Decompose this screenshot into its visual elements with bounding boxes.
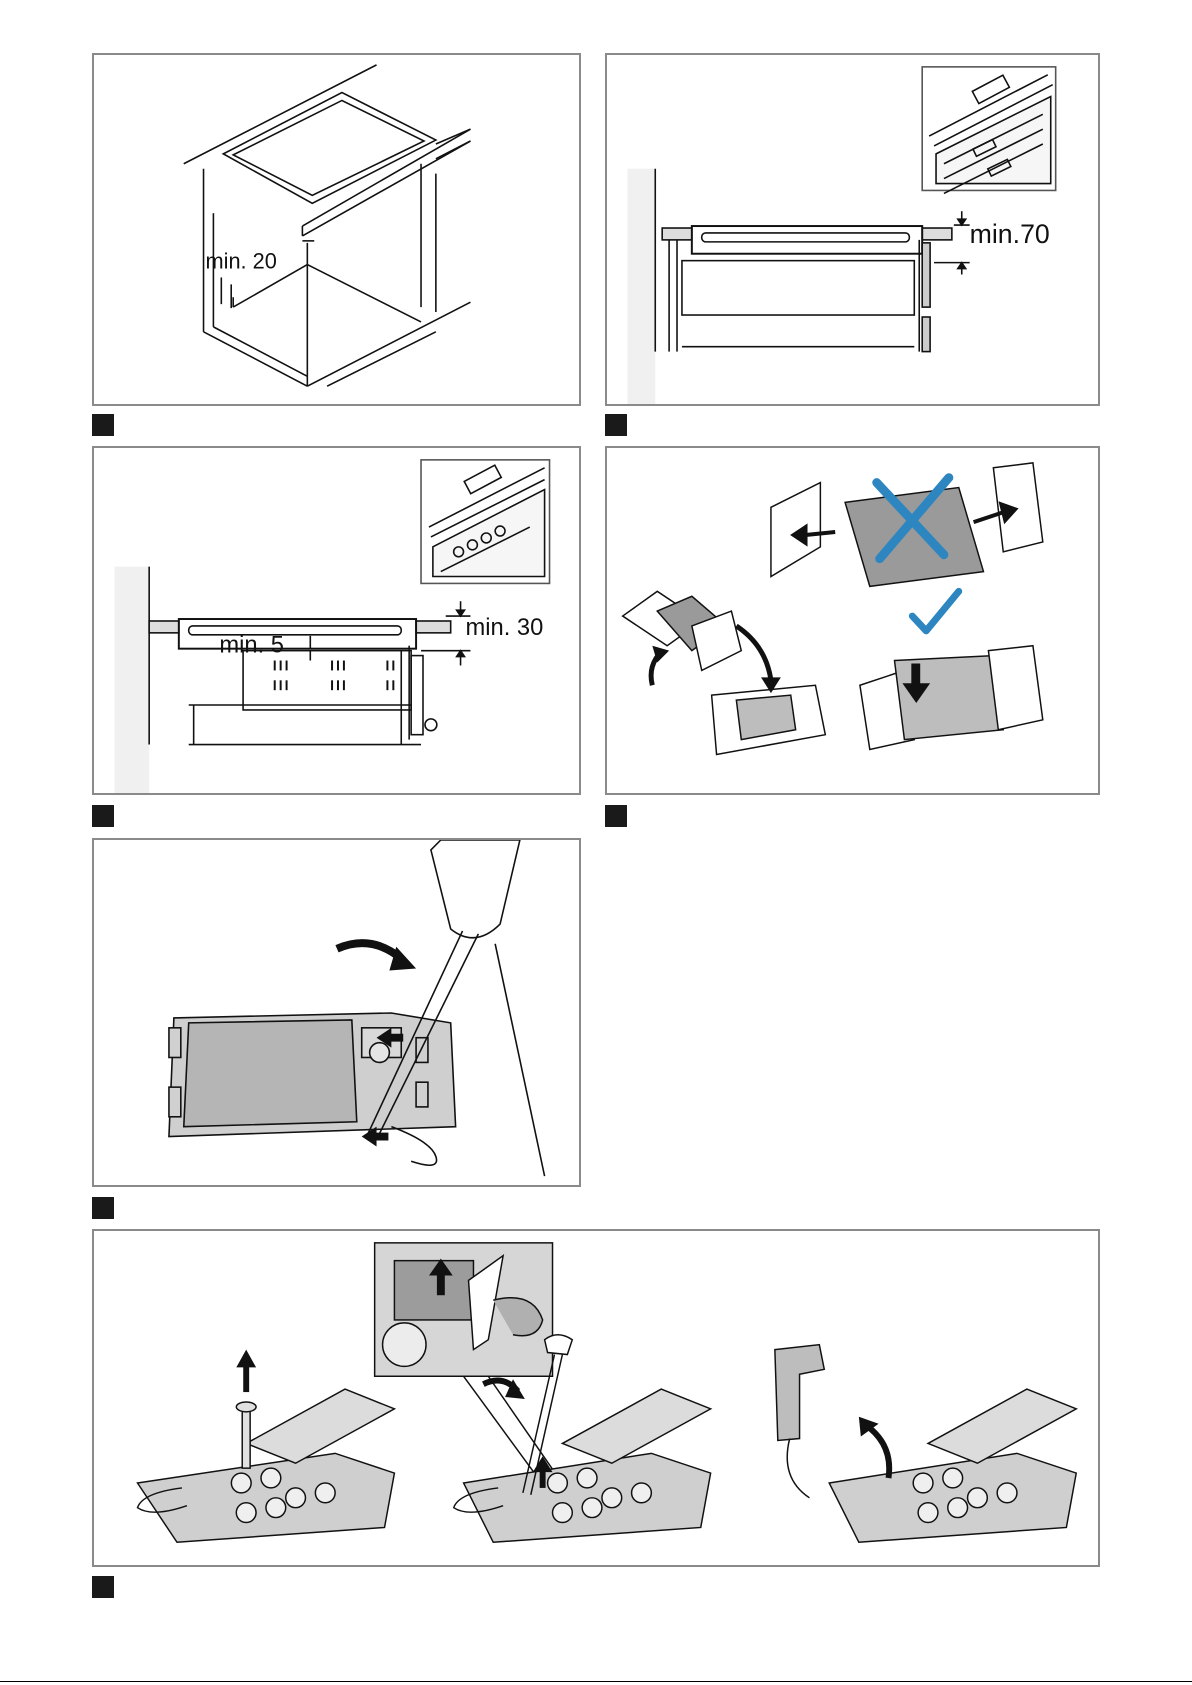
figure-5-panel xyxy=(92,838,581,1187)
arrow-up-icon xyxy=(243,1364,249,1392)
dimension-label-min-30: min. 30 xyxy=(466,615,544,641)
arrow-up-icon xyxy=(437,1273,445,1295)
dimension-label-min-20: min. 20 xyxy=(206,249,277,274)
bracket-removal-illustration xyxy=(94,1231,1098,1565)
figure-4-panel xyxy=(605,446,1100,795)
figure-1-marker xyxy=(92,414,114,436)
figure-2-marker xyxy=(605,414,627,436)
figure-4-marker xyxy=(605,805,627,827)
dimension-label-min-5: min. 5 xyxy=(219,633,284,659)
drawer-clearance-illustration: min.70 xyxy=(607,55,1098,404)
packaging-handling-illustration xyxy=(607,448,1098,793)
figure-6-marker xyxy=(92,1576,114,1598)
oven-clearance-illustration: min. 30 min. 5 xyxy=(94,448,579,793)
figure-2-panel: min.70 xyxy=(605,53,1100,406)
arrow-press-icon xyxy=(911,664,920,686)
page-bottom-rule xyxy=(0,1681,1192,1682)
figure-6-panel xyxy=(92,1229,1100,1567)
check-mark-icon xyxy=(912,591,958,631)
dimension-label-min-70: min.70 xyxy=(970,219,1050,249)
figure-3-marker xyxy=(92,805,114,827)
figure-3-panel: min. 30 min. 5 xyxy=(92,446,581,795)
cabinet-cutout-illustration: min. 20 xyxy=(94,55,579,404)
figure-1-panel: min. 20 xyxy=(92,53,581,406)
figure-5-marker xyxy=(92,1197,114,1219)
screwdriver-release-illustration xyxy=(94,840,579,1185)
